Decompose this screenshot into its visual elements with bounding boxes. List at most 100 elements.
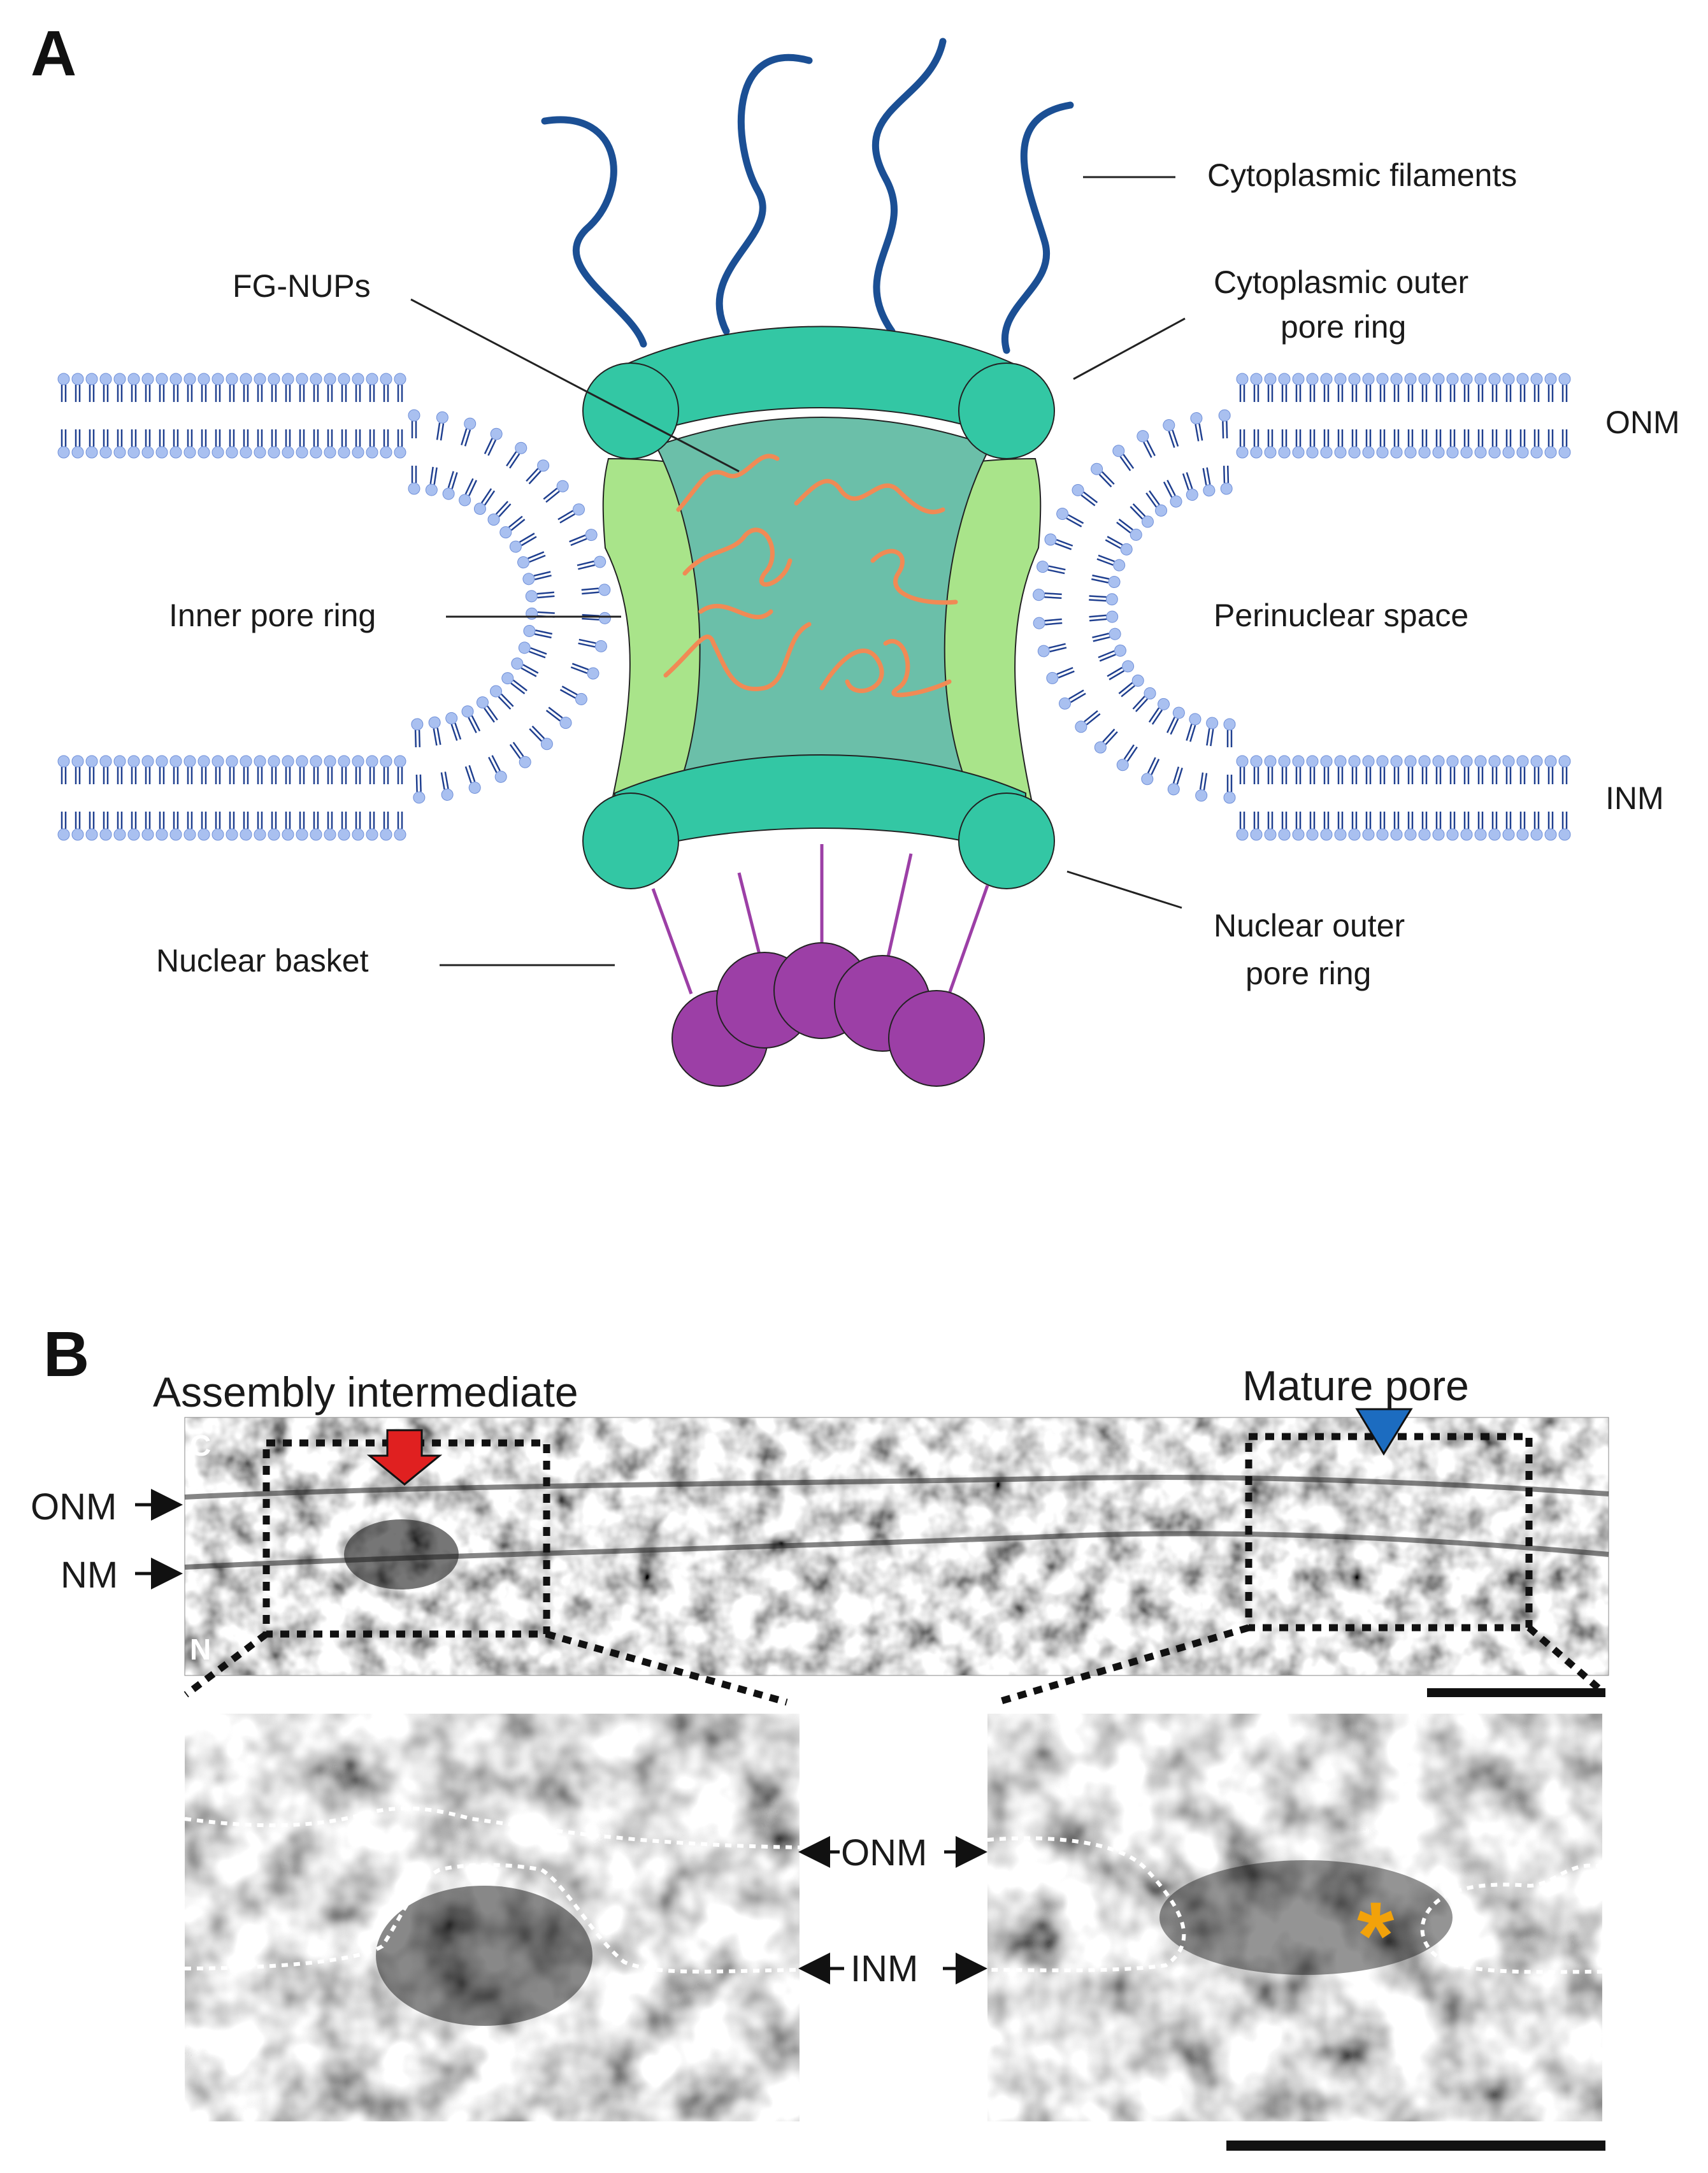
blue-arrowhead-icon [1355,1408,1413,1456]
lipid-molecule [581,584,611,596]
lipid-molecule [394,429,406,459]
lipid-molecule [1446,812,1459,841]
lipid-molecule [268,755,280,784]
lipid-molecule [1516,429,1529,459]
lipid-molecule [197,812,210,841]
label-nuclear-basket: Nuclear basket [156,943,369,979]
lipid-molecule [1418,429,1431,459]
scale-bar-zoom [1226,2141,1605,2151]
lipid-molecule [1488,755,1501,784]
lipid-molecule [1460,755,1473,784]
label-cytoplasmic-outer-line2: pore ring [1281,309,1406,345]
lipid-molecule [1292,429,1305,459]
lipid-molecule [1474,755,1487,784]
lipid-molecule [141,812,154,841]
lipid-molecule [1432,755,1445,784]
lipid-molecule [461,417,477,447]
lipid-molecule [212,812,224,841]
label-nuclear-outer-line2: pore ring [1245,956,1371,991]
lipid-molecule [526,459,550,485]
lipid-molecule [169,812,182,841]
lipid-molecule [525,590,555,603]
lipid-molecule [1190,412,1203,441]
lipid-molecule [282,373,294,402]
label-nm-overview: NM [61,1554,118,1596]
lipid-molecule [296,812,308,841]
lipid-molecule [57,755,70,784]
lipid-molecule [511,657,539,677]
lipid-molecule [1206,717,1219,747]
lipid-molecule [1137,430,1156,458]
lipid-molecule [338,812,350,841]
lipid-molecule [1320,755,1333,784]
lipid-molecule [1163,419,1179,448]
lipid-molecule [352,812,364,841]
lipid-molecule [366,812,378,841]
lipid-molecule [1278,812,1291,841]
lipid-molecule [155,755,168,784]
lipid-molecule [1091,574,1121,589]
lipid-molecule [522,571,552,585]
lipid-molecule [442,471,458,500]
lipid-molecule [1404,373,1417,402]
lipid-molecule [484,427,503,456]
lipid-molecule [141,373,154,402]
lipid-molecule [1033,617,1063,629]
lipid-molecule [506,441,527,469]
lipid-molecule [1320,812,1333,841]
lipid-molecule [324,373,336,402]
lipid-molecule [240,755,252,784]
lipid-molecule [1264,429,1277,459]
lipid-molecule [509,742,531,768]
lipid-molecule [1474,429,1487,459]
lipid-molecule [461,705,481,733]
scale-bar-overview [1427,1688,1605,1697]
lipid-molecule [1186,713,1202,742]
lipid-molecule [282,429,294,459]
lipid-molecule [310,373,322,402]
lipid-molecule [1530,373,1543,402]
lipid-molecule [1116,519,1142,541]
lipid-molecule [113,373,126,402]
lipid-molecule [1037,643,1067,657]
lipid-molecule [1516,755,1529,784]
lipid-molecule [212,429,224,459]
lipid-molecule [1502,429,1515,459]
lipid-molecule [169,373,182,402]
lipid-molecule [1362,755,1375,784]
lipid-molecule [1376,755,1389,784]
lipid-molecule [352,429,364,459]
title-mature-pore: Mature pore [1242,1362,1469,1409]
lipid-molecule [99,812,112,841]
lipid-molecule [1446,373,1459,402]
lipid-molecule [1404,429,1417,459]
lipid-molecule [71,812,84,841]
lipid-molecule [1096,554,1126,571]
lipid-molecule [338,429,350,459]
lipid-molecule [352,373,364,402]
lipid-molecule [57,812,70,841]
lipid-molecule [1446,429,1459,459]
lipid-molecule [1089,593,1118,606]
lipid-molecule [1376,812,1389,841]
lipid-molecule [569,529,598,547]
lipid-molecule [1059,689,1086,710]
cytoplasmic-outer-pore-ring [582,326,1055,459]
lipid-molecule [296,755,308,784]
lipid-molecule [324,429,336,459]
lipid-molecule [1390,429,1403,459]
lipid-molecule [1264,755,1277,784]
lipid-molecule [1250,812,1263,841]
lipid-molecule [1130,503,1154,528]
lipid-molecule [1056,508,1084,527]
lipid-molecule [141,755,154,784]
lipid-molecule [1292,373,1305,402]
lipid-molecule [1376,429,1389,459]
lipid-molecule [1320,429,1333,459]
lipid-molecule [488,755,507,783]
lipid-molecule [1446,755,1459,784]
lipid-molecule [1390,755,1403,784]
lipid-molecule [1362,812,1375,841]
lipid-molecule [526,607,555,620]
lipid-molecule [1141,757,1160,785]
